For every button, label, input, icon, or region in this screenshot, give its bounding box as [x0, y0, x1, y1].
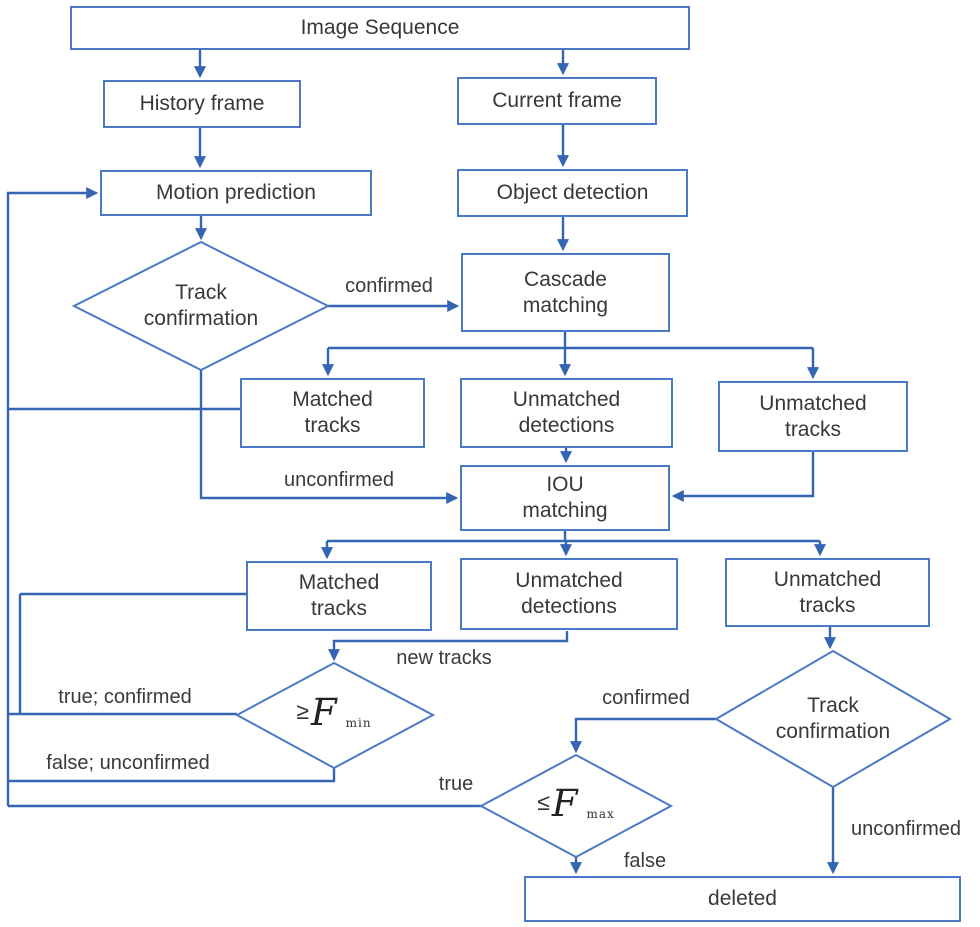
node-unmatched-detections-2: Unmatched detections	[460, 558, 678, 630]
node-image-sequence: Image Sequence	[70, 6, 690, 50]
edge-unmatcheddet2-fmin	[328, 631, 569, 662]
feedback-trunk	[6, 187, 99, 806]
diamond-f-max	[478, 753, 674, 859]
edge-cascade-branch	[328, 332, 813, 350]
node-iou-matching: IOU matching	[460, 465, 670, 531]
node-unmatched-tracks-1: Unmatched tracks	[718, 381, 908, 452]
node-unmatched-detections-1: Unmatched detections	[460, 378, 673, 448]
edge-unmatchedtracks1-iou	[671, 452, 815, 502]
node-unmatched-tracks-2: Unmatched tracks	[725, 558, 930, 627]
edge-trackconf1-iou	[199, 370, 459, 504]
diamond-track-confirmation-2	[714, 649, 952, 789]
node-motion-prediction: Motion prediction	[100, 170, 372, 216]
diamond-f-min	[234, 661, 436, 770]
node-current-frame: Current frame	[457, 77, 657, 125]
node-matched-tracks-1: Matched tracks	[240, 378, 425, 448]
node-matched-tracks-2: Matched tracks	[246, 561, 432, 631]
edge-iou-branch	[327, 531, 820, 543]
edge-trackconf2-fmax	[570, 717, 716, 754]
node-deleted: deleted	[524, 876, 961, 922]
diamond-track-confirmation-1	[71, 240, 331, 372]
node-history-frame: History frame	[103, 80, 301, 128]
feedback-fmin-false	[8, 767, 336, 783]
node-object-detection: Object detection	[457, 169, 688, 217]
feedback-matched2	[18, 592, 246, 714]
node-cascade-matching: Cascade matching	[461, 253, 670, 332]
